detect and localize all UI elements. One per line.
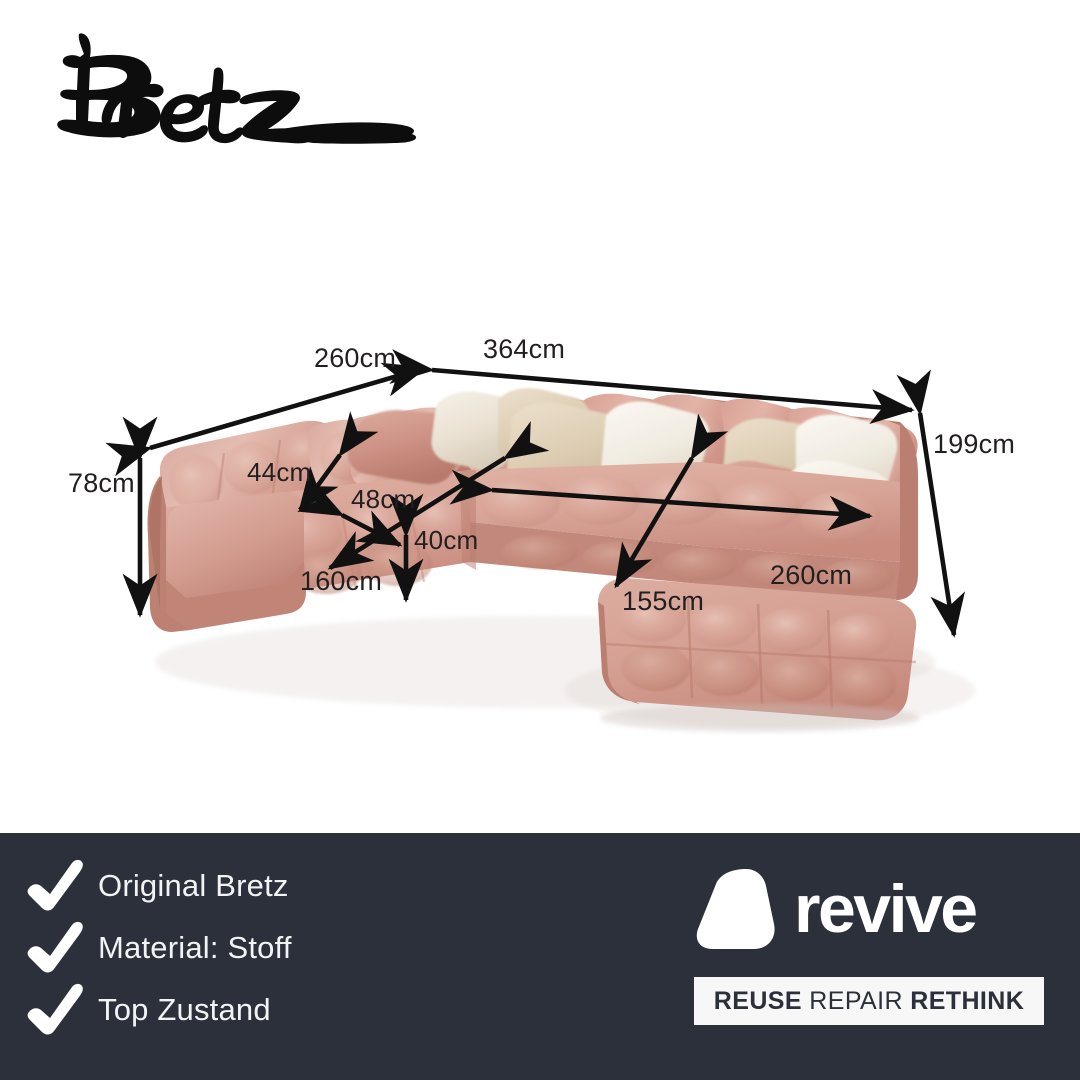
- feature-label: Material: Stoff: [98, 930, 292, 965]
- leaf-mark-icon: [694, 866, 780, 952]
- product-photo: [0, 170, 1080, 833]
- feature-label: Top Zustand: [98, 992, 271, 1027]
- check-icon: [26, 921, 88, 975]
- dimension-label-chaise-depth: 155cm: [622, 586, 705, 616]
- dimension-label-seat-width-right: 260cm: [770, 560, 853, 590]
- tagline-word-reuse: REUSE: [713, 986, 802, 1015]
- dimension-label-width-total: 364cm: [483, 334, 566, 364]
- list-item: Material: Stoff: [26, 917, 586, 979]
- list-item: Top Zustand: [26, 979, 586, 1041]
- feature-label: Original Bretz: [98, 868, 289, 903]
- tagline-word-rethink: RETHINK: [910, 986, 1025, 1015]
- dimension-label-height-back: 78cm: [68, 468, 135, 498]
- tagline-bar: REUSE REPAIR RETHINK: [694, 977, 1044, 1025]
- check-icon: [26, 983, 88, 1037]
- bretz-logo: [18, 24, 438, 164]
- dimension-label-seat-height: 40cm: [414, 525, 479, 555]
- feature-list: Original Bretz Material: Stoff Top Zusta…: [26, 855, 586, 1041]
- tagline-word-repair: REPAIR: [809, 986, 903, 1015]
- dimension-label-depth-left: 260cm: [314, 343, 397, 373]
- revive-logo: revive REUSE REPAIR RETHINK: [694, 863, 1044, 1025]
- dimension-label-backrest-height: 44cm: [247, 457, 312, 487]
- dimension-label-height-right: 199cm: [933, 429, 1016, 459]
- list-item: Original Bretz: [26, 855, 586, 917]
- check-icon: [26, 859, 88, 913]
- revive-wordmark: revive: [794, 871, 978, 947]
- dimension-label-seat-width-left: 160cm: [300, 566, 383, 596]
- dimension-label-seat-depth: 48cm: [351, 484, 416, 514]
- info-banner: Original Bretz Material: Stoff Top Zusta…: [0, 833, 1080, 1080]
